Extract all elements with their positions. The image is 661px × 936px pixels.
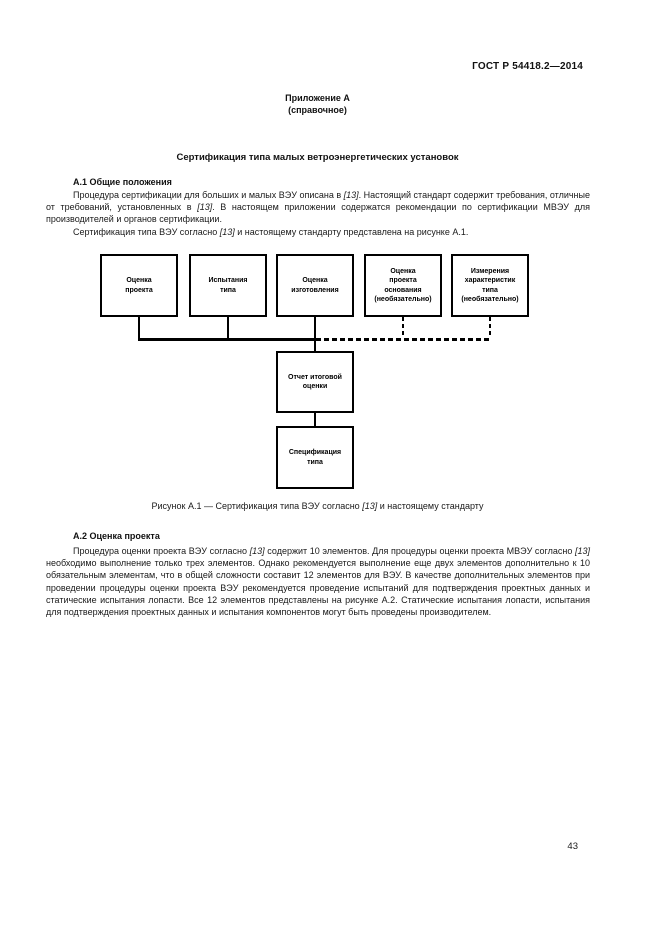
- doc-number: ГОСТ Р 54418.2—2014: [472, 61, 583, 72]
- connector-manufacturing-drop: [314, 317, 316, 351]
- flowchart-box-manufacturing-evaluation: Оценка изготовления: [276, 254, 354, 317]
- page-title: Сертификация типа малых ветроэнергетичес…: [176, 152, 459, 163]
- connector-bus-dashed: [316, 338, 491, 341]
- flowchart-box-type-characteristics-optional: Измерения характеристик типа (необязател…: [451, 254, 529, 317]
- connector-design-drop: [138, 317, 140, 338]
- flowchart-box-design-evaluation: Оценка проекта: [100, 254, 178, 317]
- connector-bus-solid: [138, 338, 316, 341]
- section-heading-a1: А.1 Общие положения: [73, 177, 172, 187]
- page-number: 43: [567, 841, 578, 852]
- appendix-label: Приложение А: [285, 93, 350, 103]
- figure-caption: Рисунок А.1 — Сертификация типа ВЭУ согл…: [151, 501, 484, 511]
- paragraph-a1-2: Сертификация типа ВЭУ согласно [13] и на…: [73, 227, 469, 237]
- flowchart-box-type-tests: Испытания типа: [189, 254, 267, 317]
- connector-type-tests-drop: [227, 317, 229, 338]
- connector-foundation-drop-dashed: [402, 317, 404, 338]
- connector-report-to-spec: [314, 413, 316, 426]
- paragraph-a2-1: Процедура оценки проекта ВЭУ согласно [1…: [46, 546, 590, 618]
- flowchart-box-foundation-design-optional: Оценка проекта основания (необязательно): [364, 254, 442, 317]
- appendix-note: (справочное): [288, 105, 347, 115]
- appendix-header: Приложение А (справочное): [46, 92, 589, 116]
- flowchart-box-final-evaluation-report: Отчет итоговой оценки: [276, 351, 354, 413]
- flowchart-box-type-specification: Спецификация типа: [276, 426, 354, 489]
- connector-characteristics-drop-dashed: [489, 317, 491, 338]
- section-heading-a2: А.2 Оценка проекта: [73, 531, 160, 541]
- paragraph-a1-1: Процедура сертификации для больших и мал…: [46, 190, 591, 225]
